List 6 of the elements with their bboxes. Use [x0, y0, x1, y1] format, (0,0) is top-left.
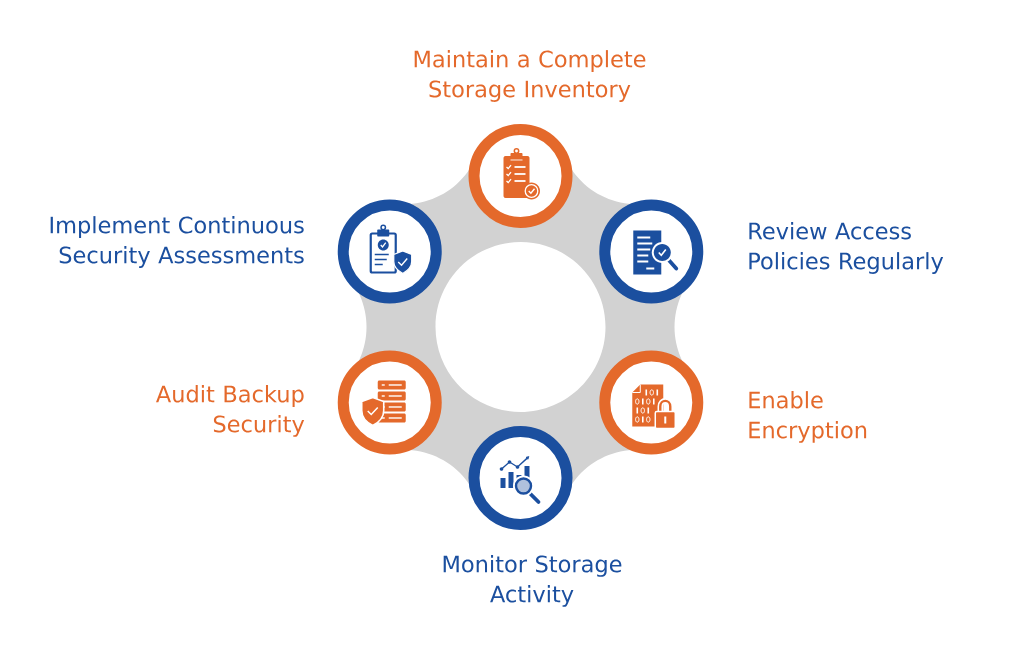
step-label: Review Access Policies Regularly [749, 222, 944, 274]
step-label: Maintain a Complete Storage Inventory [414, 50, 646, 102]
step-label: Monitor Storage Activity [443, 555, 622, 607]
step-label: Implement Continuous Security Assessments [50, 216, 304, 268]
step-label: Audit Backup Security [156, 385, 305, 437]
step-label: Enable Encryption [749, 391, 867, 443]
